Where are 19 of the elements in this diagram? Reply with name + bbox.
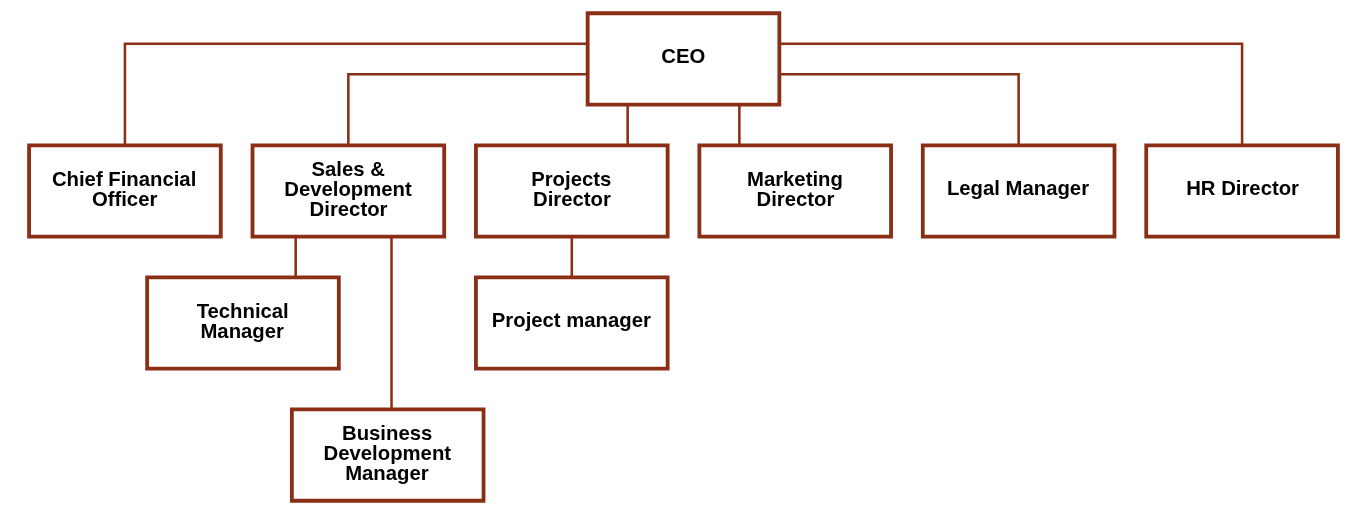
node-box: Sales & Development Director bbox=[250, 143, 446, 239]
connector bbox=[779, 72, 1020, 146]
connector bbox=[779, 42, 1243, 146]
connector bbox=[570, 236, 573, 278]
connector bbox=[625, 104, 629, 146]
node-box: HR Director bbox=[1143, 143, 1340, 239]
connector bbox=[737, 104, 741, 146]
connector bbox=[123, 42, 587, 146]
node-box: Technical Manager bbox=[144, 275, 341, 371]
connector bbox=[346, 72, 587, 146]
connector bbox=[389, 237, 393, 410]
node-box: Chief Financial Officer bbox=[26, 143, 223, 239]
node-box: Legal Manager bbox=[920, 143, 1116, 239]
node-box: CEO bbox=[585, 11, 781, 107]
node-box: Project manager bbox=[473, 275, 670, 371]
connector bbox=[293, 236, 297, 278]
node-box: Business Development Manager bbox=[289, 407, 485, 503]
node-box: Marketing Director bbox=[696, 143, 893, 239]
node-box: Projects Director bbox=[473, 143, 670, 239]
